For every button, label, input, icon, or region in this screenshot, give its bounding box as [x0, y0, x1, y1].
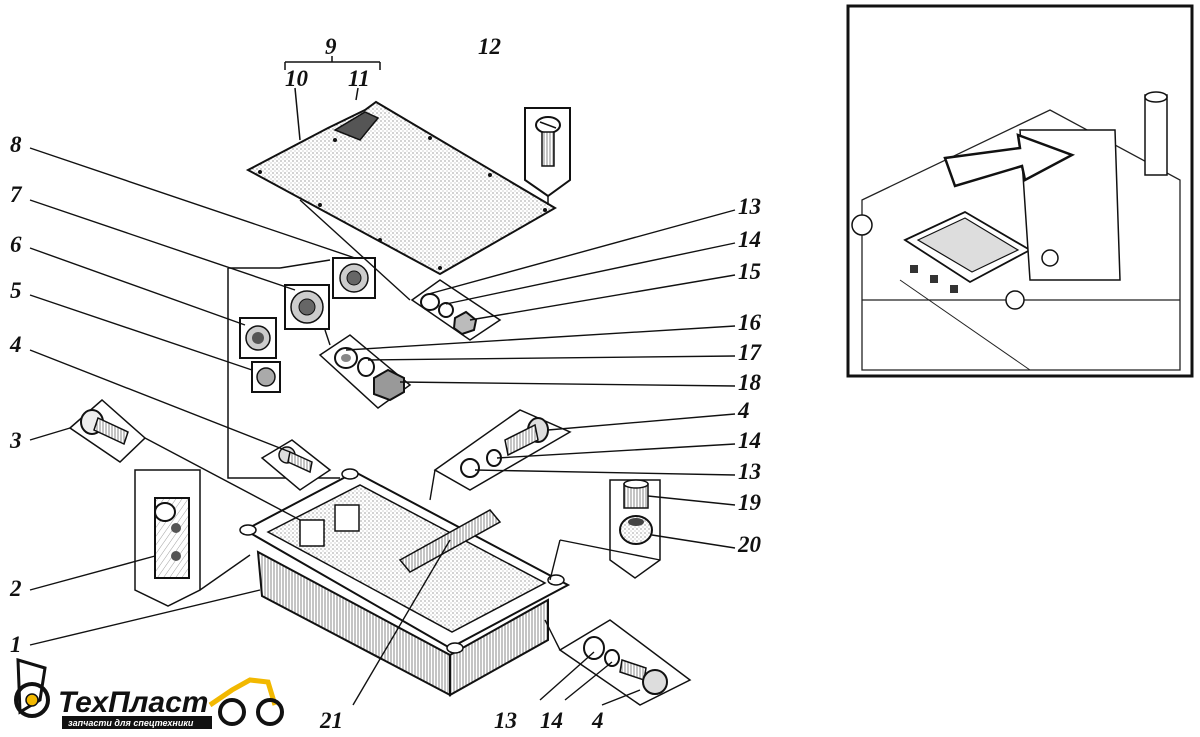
screw-4-middle-group	[260, 439, 332, 491]
location-inset	[846, 4, 1194, 378]
callout-4-bottom: 4	[591, 708, 604, 733]
callout-13-middle: 13	[738, 459, 761, 484]
callout-6: 6	[10, 232, 22, 257]
fastener-set-16-18	[318, 334, 412, 409]
callout-12: 12	[478, 34, 501, 59]
callout-2: 2	[9, 576, 22, 601]
logo-brand-text: ТехПласт	[58, 686, 208, 719]
grommet-group-19-20	[609, 479, 661, 579]
callout-1: 1	[10, 632, 22, 657]
callout-3: 3	[9, 428, 22, 453]
callout-11: 11	[348, 66, 370, 91]
callout-4-right: 4	[737, 398, 750, 423]
leader-lines	[29, 147, 736, 706]
screw-4-right-group	[433, 409, 572, 491]
callout-20: 20	[737, 532, 762, 557]
callout-9: 9	[325, 34, 337, 59]
callout-14-middle: 14	[738, 428, 761, 453]
fastener-set-13-15	[410, 279, 502, 341]
screw-4-bottom-group	[558, 619, 692, 706]
callout-18: 18	[738, 370, 762, 395]
callout-17: 17	[738, 340, 763, 365]
callout-19: 19	[738, 490, 762, 515]
callout-bracket-9	[284, 56, 381, 141]
callout-21: 21	[319, 708, 343, 733]
callout-13-top: 13	[738, 194, 761, 219]
callout-7: 7	[10, 182, 23, 207]
callout-15: 15	[738, 259, 761, 284]
callout-4-left: 4	[9, 332, 22, 357]
callout-14-top: 14	[738, 227, 761, 252]
callout-10: 10	[285, 66, 309, 91]
housing-box-1	[239, 468, 571, 697]
techplast-logo: ТехПласт запчасти для спецтехники	[14, 657, 284, 729]
callout-8: 8	[10, 132, 22, 157]
logo-tagline: запчасти для спецтехники	[68, 718, 194, 728]
connectors-group	[227, 257, 376, 479]
callout-14-bottom: 14	[540, 708, 563, 733]
cover-lid	[245, 100, 557, 276]
callout-5: 5	[10, 278, 22, 303]
callout-numbers: 9 10 11 12 8 7 6 5 4 3 2 1 13 14 15 16 1…	[9, 34, 763, 733]
screw-12-group	[524, 107, 571, 205]
callout-13-bottom: 13	[494, 708, 517, 733]
screw-3-group	[68, 399, 147, 463]
bracket-2-group	[134, 469, 201, 607]
callout-16: 16	[738, 310, 762, 335]
